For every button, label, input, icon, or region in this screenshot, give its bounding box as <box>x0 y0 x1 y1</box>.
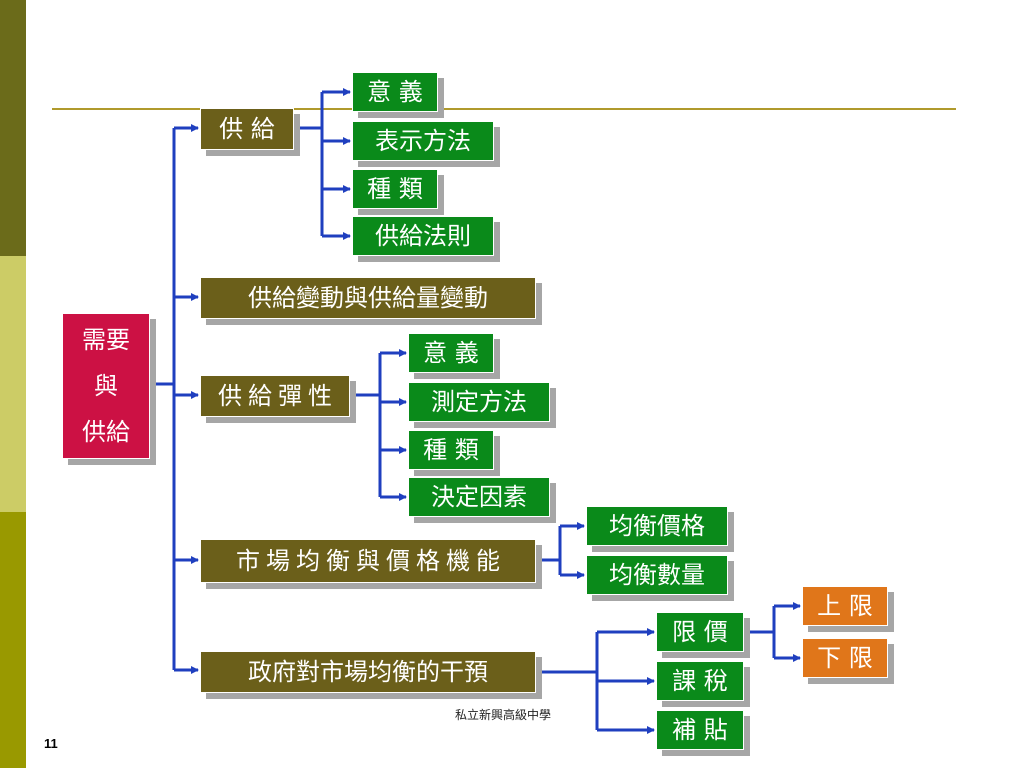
footer-school-name: 私立新興高級中學 <box>455 708 552 722</box>
root-line-2: 與 <box>94 372 118 400</box>
limit-item-floor: 下 限 <box>802 638 888 678</box>
root-line-3: 供給 <box>82 418 130 446</box>
limit-item-ceiling: 上 限 <box>802 586 888 626</box>
node-gov: 政府對市場均衡的干預 <box>200 651 536 693</box>
root-node: 需要 與 供給 <box>62 313 150 459</box>
side-band-bottom <box>0 512 26 768</box>
gov-item-subsidy: 補 貼 <box>656 710 744 750</box>
node-elasticity: 供給彈性 <box>200 375 350 417</box>
supply-item-method: 表示方法 <box>352 121 494 161</box>
title-rule <box>52 108 956 110</box>
node-market: 市場均衡與價格機能 <box>200 539 536 583</box>
side-band-middle <box>0 256 26 512</box>
supply-item-types: 種 類 <box>352 169 438 209</box>
market-item-price: 均衡價格 <box>586 506 728 546</box>
gov-item-price-control: 限 價 <box>656 612 744 652</box>
market-item-quantity: 均衡數量 <box>586 555 728 595</box>
elasticity-item-meaning: 意 義 <box>408 333 494 373</box>
root-line-1: 需要 <box>82 326 130 354</box>
node-supply-change: 供給變動與供給量變動 <box>200 277 536 319</box>
supply-item-law: 供給法則 <box>352 216 494 256</box>
page-number: 11 <box>44 736 58 751</box>
node-supply: 供 給 <box>200 108 294 150</box>
elasticity-item-types: 種 類 <box>408 430 494 470</box>
supply-item-meaning: 意 義 <box>352 72 438 112</box>
gov-item-tax: 課 稅 <box>656 661 744 701</box>
side-band-top <box>0 0 26 256</box>
elasticity-item-factors: 決定因素 <box>408 477 550 517</box>
elasticity-item-method: 測定方法 <box>408 382 550 422</box>
